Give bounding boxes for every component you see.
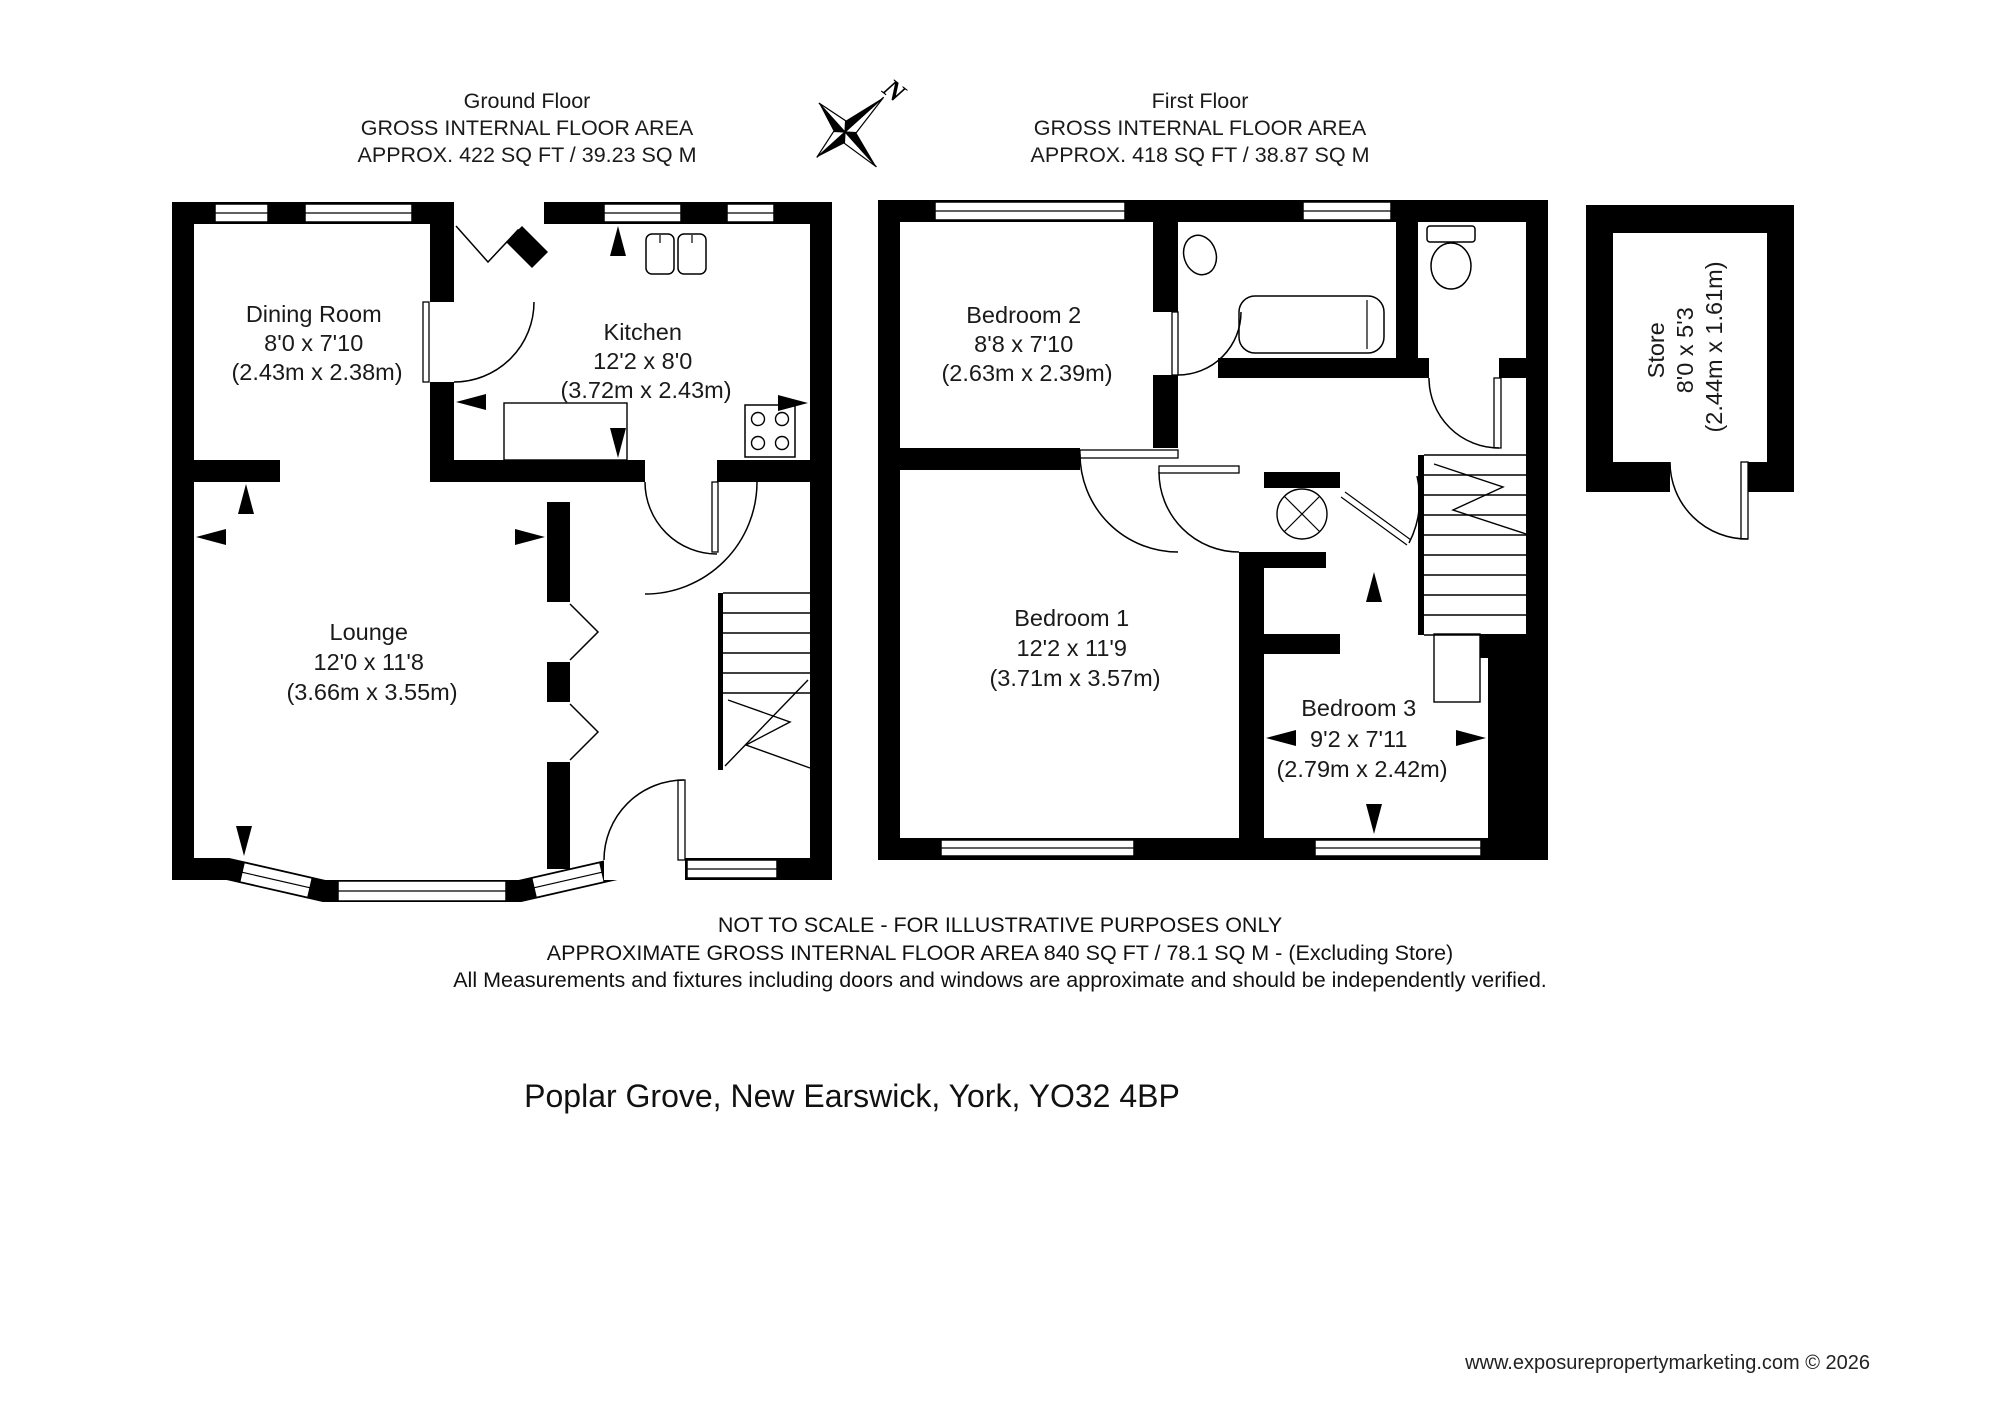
door-icon (1340, 475, 1421, 546)
bay-window-icon (238, 861, 606, 902)
bedroom3-label: Bedroom 3 9'2 x 7'11 (2.79m x 2.42m) (1276, 695, 1447, 782)
window-icon (1302, 201, 1392, 221)
window-icon (304, 203, 413, 223)
ground-floor-plan: Dining Room 8'0 x 7'10 (2.43m x 2.38m) K… (172, 202, 832, 902)
measure-arrows (1266, 572, 1486, 834)
bedroom1-label: Bedroom 1 12'2 x 11'9 (3.71m x 3.57m) (989, 605, 1160, 691)
kitchen-counter (503, 402, 628, 461)
disclaimer-line1: NOT TO SCALE - FOR ILLUSTRATIVE PURPOSES… (717, 913, 1283, 937)
porch-wall (506, 226, 548, 268)
lounge-label: Lounge 12'0 x 11'8 (3.66m x 3.55m) (286, 619, 457, 705)
ground-floor-header: Ground Floor GROSS INTERNAL FLOOR AREA A… (277, 88, 777, 169)
disclaimer-line2: APPROXIMATE GROSS INTERNAL FLOOR AREA 84… (546, 940, 1454, 965)
staircase (723, 592, 811, 769)
door-icon (422, 301, 535, 383)
understair-cupboard (1433, 633, 1481, 703)
property-address: Poplar Grove, New Earswick, York, YO32 4… (524, 1078, 1180, 1114)
door-icon (1171, 311, 1242, 376)
basin-icon (1182, 234, 1218, 276)
front-door (454, 202, 544, 264)
double-door-icon (569, 603, 600, 761)
door-icon (644, 481, 758, 595)
door-icon (1158, 465, 1240, 553)
bedroom2-label: Bedroom 2 8'8 x 7'10 (2.63m x 2.39m) (941, 302, 1112, 386)
store-label: Store 8'0 x 5'3 (2.44m x 1.61m) (1643, 261, 1727, 432)
toilet-icon (1426, 225, 1476, 290)
ground-floor-subtitle: GROSS INTERNAL FLOOR AREA (360, 116, 694, 140)
door-icon (1669, 461, 1749, 540)
kitchen-sink-icon (645, 233, 707, 275)
first-doors (1079, 311, 1502, 553)
window-icon (940, 839, 1135, 857)
store-plan: Store 8'0 x 5'3 (2.44m x 1.61m) (1586, 205, 1794, 540)
ground-windows (214, 203, 778, 902)
disclaimer-line3: All Measurements and fixtures including … (453, 968, 1547, 992)
window-icon (1314, 839, 1482, 857)
door-icon (1428, 377, 1502, 449)
ground-floor-title: Ground Floor (463, 89, 591, 113)
compass-north-label: N (877, 72, 913, 109)
light-icon (1276, 488, 1328, 540)
window-icon (603, 203, 682, 223)
ground-doors (422, 301, 758, 880)
credit-line: www.exposurepropertymarketing.com © 2026 (1465, 1352, 1870, 1374)
door-icon (1079, 449, 1179, 553)
door-icon (603, 779, 686, 880)
window-icon (934, 201, 1126, 221)
kitchen-label: Kitchen 12'2 x 8'0 (3.72m x 2.43m) (560, 319, 731, 403)
first-floor-area: APPROX. 418 SQ FT / 38.87 SQ M (1030, 143, 1370, 167)
measure-arrows (196, 226, 808, 856)
first-floor-title: First Floor (1151, 89, 1249, 113)
bath-icon (1238, 295, 1385, 354)
disclaimer: NOT TO SCALE - FOR ILLUSTRATIVE PURPOSES… (300, 912, 1700, 995)
first-floor-header: First Floor GROSS INTERNAL FLOOR AREA AP… (950, 88, 1450, 169)
ground-floor-area: APPROX. 422 SQ FT / 39.23 SQ M (357, 143, 697, 167)
window-icon (726, 203, 775, 223)
compass-icon: N (816, 72, 913, 168)
first-floor-subtitle: GROSS INTERNAL FLOOR AREA (1033, 116, 1367, 140)
stove-icon (744, 404, 796, 458)
first-windows (934, 201, 1482, 857)
first-floor-plan: Bedroom 2 8'8 x 7'10 (2.63m x 2.39m) Bed… (878, 200, 1548, 860)
staircase (1424, 454, 1527, 636)
dining-room-label: Dining Room 8'0 x 7'10 (2.43m x 2.38m) (231, 301, 402, 385)
window-icon (686, 859, 778, 879)
window-icon (214, 203, 269, 223)
